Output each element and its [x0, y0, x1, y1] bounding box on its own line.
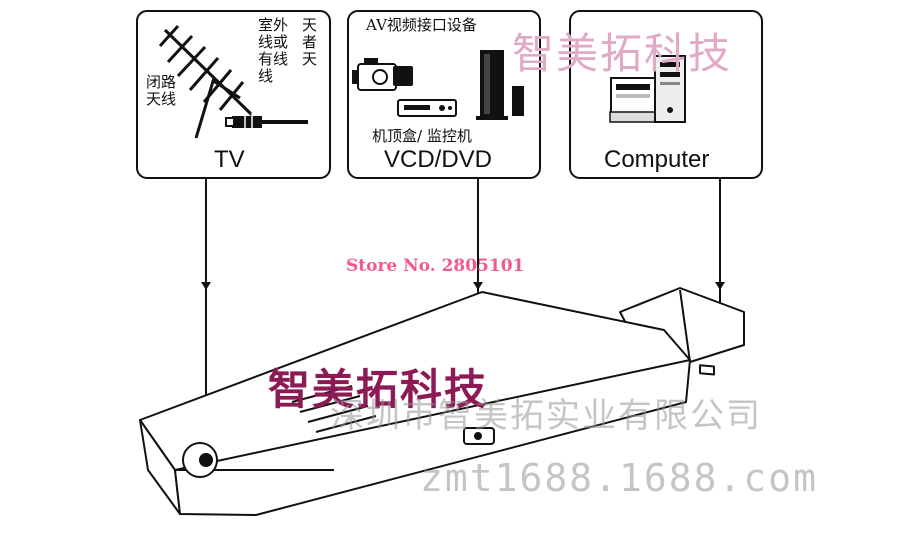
vcd-caption: VCD/DVD — [384, 146, 492, 174]
company-watermark: 深圳市智美拓实业有限公司 — [330, 388, 762, 437]
vcd-top-label: AV视频接口设备 — [366, 14, 477, 35]
store-number-watermark: Store No. 2805101 — [346, 256, 524, 276]
coax-port — [183, 443, 217, 477]
tv-label-left-line-2: 天线 — [146, 91, 176, 108]
tv-label-right-line-7: 天 — [302, 51, 317, 68]
tv-caption: TV — [214, 146, 245, 174]
computer-caption: Computer — [604, 146, 709, 174]
brand-watermark-top: 智美拓科技 — [512, 20, 732, 81]
vcd-bottom-label: 机顶盒/ 监控机 — [372, 128, 472, 145]
set-top-box-icon — [398, 100, 456, 116]
tv-label-left-line-1: 闭路 — [146, 74, 176, 91]
usb-plug-slot-2 — [700, 365, 714, 374]
url-watermark: zmt1688.1688.com — [420, 456, 818, 500]
tv-label-right-line-3: 有线 — [258, 51, 288, 68]
tv-label-right-line-6: 者 — [302, 34, 317, 51]
tv-label-right-line-5: 天 — [302, 17, 317, 34]
tv-label-outdoor-b: 天 者 天 — [302, 17, 317, 68]
tv-label-right-line-1: 室外 — [258, 17, 288, 34]
tv-label-right-line-4: 线 — [258, 68, 288, 85]
tv-label-outdoor-a: 室外 线或 有线 线 — [258, 17, 288, 85]
tv-label-closed-circuit: 闭路 天线 — [146, 74, 176, 108]
arrowheads — [201, 282, 725, 290]
tv-label-right-line-2: 线或 — [258, 34, 288, 51]
